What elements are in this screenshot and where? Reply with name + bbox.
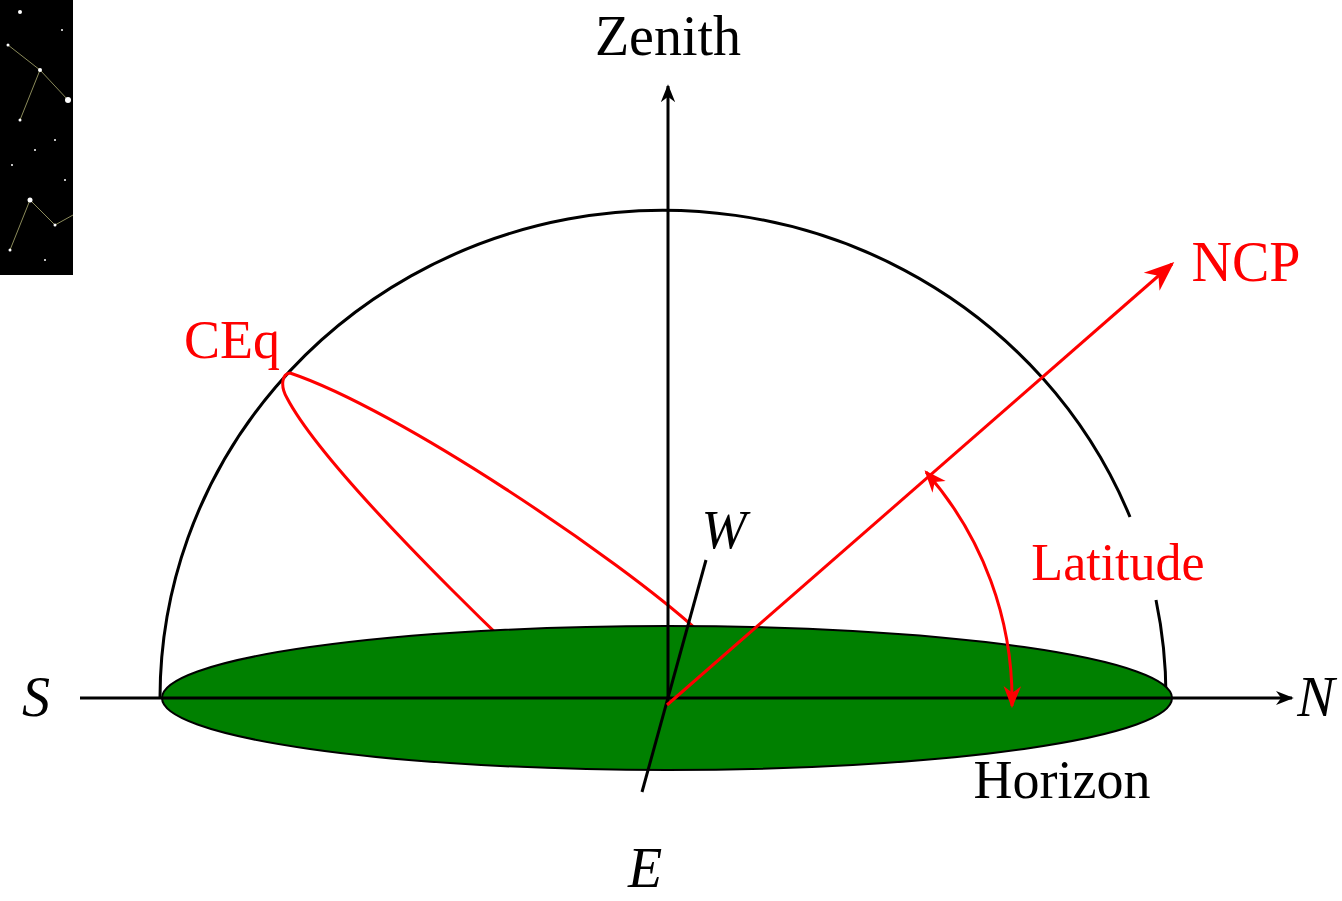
direction-label: N — [1297, 669, 1334, 725]
constellation-lines — [8, 45, 73, 250]
south-north-axis — [80, 697, 1292, 700]
direction-label: W — [702, 503, 747, 557]
angle-label: Latitude — [1031, 537, 1204, 589]
starfield-ground — [0, 0, 73, 275]
direction-label: E — [628, 840, 662, 896]
plane-label: Horizon — [974, 753, 1151, 807]
east-west-axis — [642, 560, 706, 792]
zenith-axis — [667, 86, 670, 702]
starfield-inset — [0, 0, 73, 275]
equator-label: CEq — [184, 313, 280, 367]
celestial-pole-axis — [667, 264, 1172, 705]
celestial-dome — [160, 210, 1166, 698]
stars — [7, 10, 72, 261]
latitude-arc — [926, 472, 1012, 706]
direction-label: S — [22, 669, 50, 725]
pole-label: NCP — [1192, 234, 1301, 290]
zenith-label: Zenith — [595, 8, 741, 64]
